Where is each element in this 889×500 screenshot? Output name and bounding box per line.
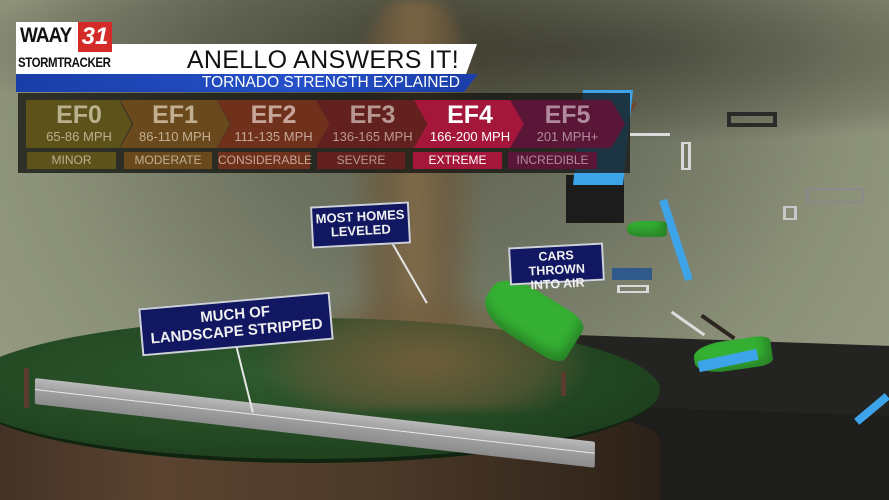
ef-rating: EF1	[152, 101, 198, 129]
board-piece	[630, 133, 670, 136]
ef-speed: 201 MPH+	[536, 129, 599, 144]
ef-speed: 86-110 MPH	[138, 129, 211, 144]
fence-rail-blue	[612, 268, 652, 280]
ef-chevron-ef5: EF5 201 MPH+	[510, 100, 625, 148]
utility-pole-right	[561, 372, 566, 396]
blue-beam	[659, 198, 693, 282]
ef-rating: EF4	[447, 101, 493, 129]
ef-speed: 111-135 MPH	[234, 129, 313, 144]
ef-category-ef2: CONSIDERABLE	[218, 152, 313, 169]
ef-rating: EF2	[250, 101, 297, 129]
dark-beam	[700, 313, 736, 341]
ef-chevron-ef3: EF3 136-165 MPH	[316, 100, 429, 148]
ef-speed: 65-86 MPH	[46, 129, 112, 144]
segment-subtitle: TORNADO STRENGTH EXPLAINED	[201, 74, 460, 91]
subtitle-bar: TORNADO STRENGTH EXPLAINED	[16, 74, 478, 92]
ef-chevron-ef4: EF4 166-200 MPH	[414, 100, 526, 148]
ef-chevron-ef2: EF2 111-135 MPH	[217, 100, 330, 148]
board-piece-2	[670, 310, 706, 337]
ef-category-ef5: INCREDIBLE	[508, 152, 597, 169]
ef-category-ef0: MINOR	[27, 152, 116, 169]
logo-station: WAAY	[20, 24, 72, 47]
ef-rating: EF5	[544, 101, 591, 129]
ef-speed: 166-200 MPH	[429, 129, 511, 144]
ef-chevron-ef0: EF0 65-86 MPH	[26, 100, 132, 148]
ef-rating: EF3	[349, 101, 396, 129]
ef-category-ef1: MODERATE	[124, 152, 212, 169]
utility-pole-left	[24, 368, 29, 408]
fence-piece	[806, 188, 864, 203]
ef-category-ef4: EXTREME	[413, 152, 502, 169]
callout-most-homes-leveled: MOST HOMES LEVELED	[309, 201, 412, 249]
ef-rating: EF0	[56, 101, 102, 129]
ef-chevron-ef1: EF1 86-110 MPH	[120, 100, 230, 148]
title-bar: ANELLO ANSWERS IT!	[112, 44, 477, 74]
fence-piece-small	[783, 206, 797, 220]
logo-brand: STORMTRACKER	[18, 54, 111, 70]
station-logo: WAAY 31 STORMTRACKER	[16, 22, 112, 76]
logo-channel: 31	[78, 22, 112, 52]
ef-category-ef3: SEVERE	[317, 152, 405, 169]
segment-title: ANELLO ANSWERS IT!	[186, 46, 459, 74]
callout-cars-thrown-into-air: CARS THROWN INTO AIR	[508, 242, 605, 292]
ladder-piece	[681, 142, 691, 170]
flying-car-tiny	[627, 221, 667, 237]
fence-rail	[617, 285, 649, 293]
window-frame	[727, 112, 777, 127]
ef-speed: 136-165 MPH	[332, 129, 413, 144]
